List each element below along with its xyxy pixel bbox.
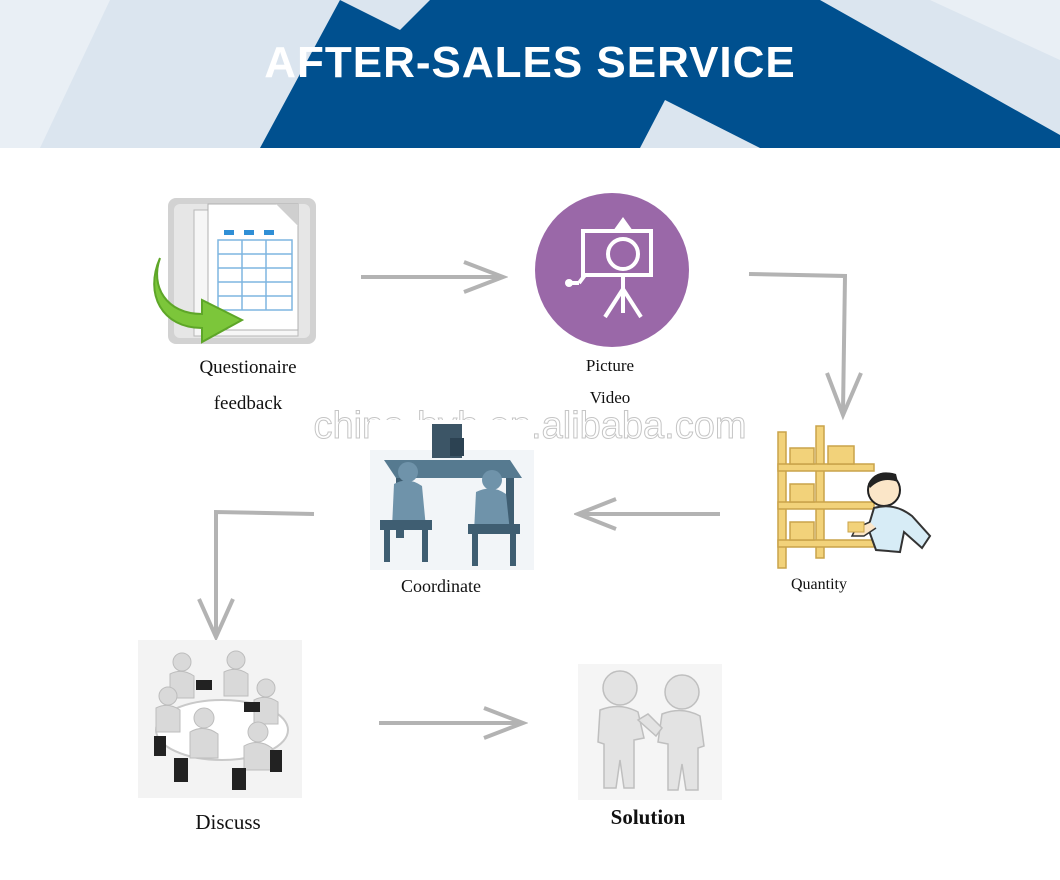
step-label-line-1: Questionaire (199, 357, 297, 378)
step-label-line-2: Video (589, 388, 631, 407)
step-label-quantity: Quantity (791, 576, 847, 593)
step-label-solution: Solution (610, 805, 686, 829)
step-label-discuss: Discuss (195, 810, 261, 834)
banner-background (0, 0, 1060, 148)
arrow-right-icon (379, 706, 528, 740)
header-banner: AFTER-SALES SERVICE (0, 0, 1060, 148)
step-label-picture: Picture Video (560, 350, 660, 414)
meeting-table-icon (138, 640, 302, 798)
arrow-right-down-icon (748, 272, 863, 421)
spreadsheet-with-green-arrow-icon (146, 196, 318, 346)
camera-on-tripod-icon (533, 191, 691, 349)
arrow-left-down-icon (197, 509, 315, 642)
page-title: AFTER-SALES SERVICE (264, 38, 796, 87)
handshake-icon (578, 664, 722, 800)
arrow-right-icon (361, 260, 508, 294)
step-label-line-1: Picture (585, 356, 635, 375)
arrow-left-icon (574, 497, 720, 531)
worker-checking-shelves-icon (772, 424, 938, 574)
people-at-desk-icon (370, 420, 534, 570)
step-label-questionaire: Questionaire feedback (160, 350, 336, 422)
step-label-coordinate: Coordinate (401, 576, 481, 596)
step-label-line-2: feedback (213, 393, 283, 414)
